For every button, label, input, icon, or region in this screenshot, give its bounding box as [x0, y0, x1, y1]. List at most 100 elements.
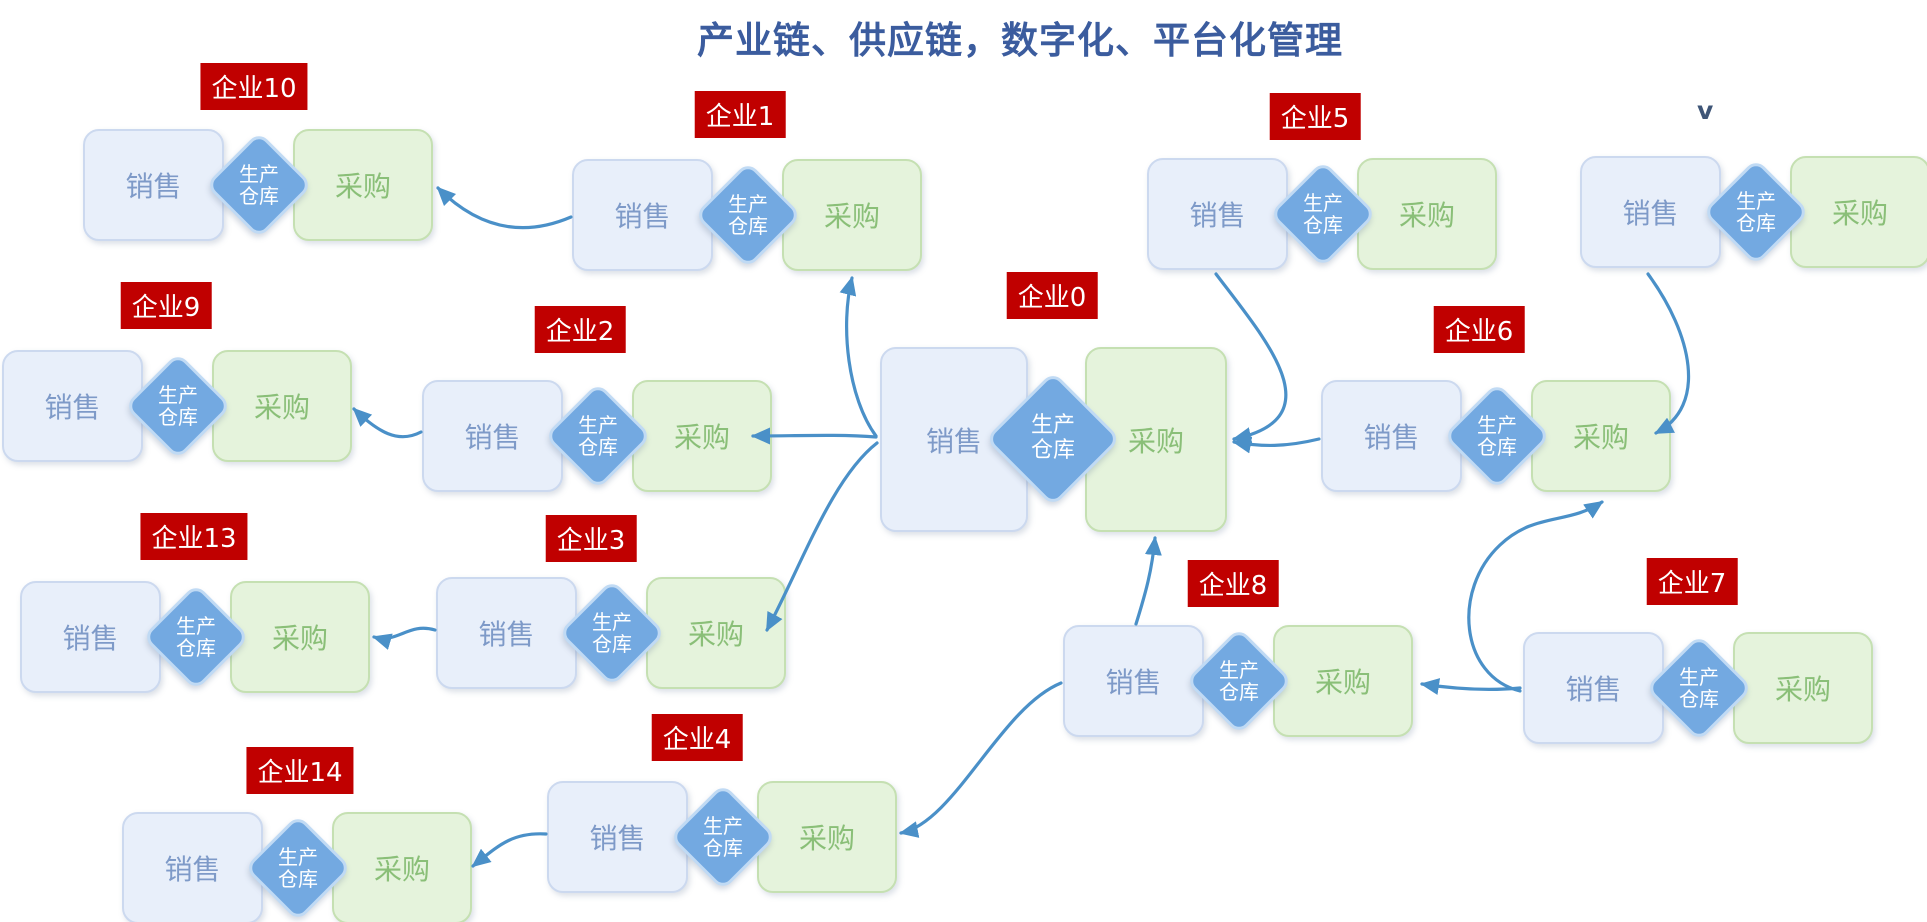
connector-e8.sales-to-e0.purchase [1134, 536, 1162, 626]
warehouse-label-line2: 仓库 [1477, 435, 1517, 459]
purchase-label: 采购 [1774, 673, 1831, 706]
warehouse-label-line2: 仓库 [703, 836, 743, 860]
sales-label: 销售 [164, 853, 221, 886]
sales-label: 销售 [1622, 197, 1679, 230]
enterprise-cluster-e1: 销售 采购 生产 仓库 [572, 159, 922, 271]
warehouse-label-line2: 仓库 [578, 435, 618, 459]
production-warehouse-label: 生产 仓库 [1721, 177, 1791, 247]
warehouse-label-line2: 仓库 [1679, 687, 1719, 711]
enterprise-label-e1: 企业1 [694, 91, 786, 138]
purchase-label: 采购 [253, 391, 310, 424]
sales-box: 销售 [1147, 158, 1288, 270]
purchase-box: 采购 [632, 380, 772, 492]
warehouse-label-line2: 仓库 [728, 214, 768, 238]
sales-box: 销售 [20, 581, 161, 693]
purchase-box: 采购 [1790, 156, 1927, 268]
purchase-box: 采购 [1273, 625, 1413, 737]
sales-label: 销售 [925, 424, 982, 458]
sales-label: 销售 [478, 618, 535, 651]
purchase-box: 采购 [332, 812, 472, 922]
production-warehouse-label: 生产 仓库 [143, 371, 213, 441]
warehouse-label-line1: 生产 [728, 191, 768, 216]
enterprise-label-e2: 企业2 [534, 306, 626, 353]
sales-label: 销售 [589, 822, 646, 855]
warehouse-label-line2: 仓库 [158, 405, 198, 429]
v-annotation: v [1697, 96, 1714, 125]
purchase-box: 采购 [212, 350, 352, 462]
sales-box: 销售 [2, 350, 143, 462]
sales-box: 销售 [1063, 625, 1204, 737]
sales-label: 销售 [44, 391, 101, 424]
warehouse-label-line1: 生产 [176, 613, 216, 638]
connector-e0.sales-to-e1.purchase [839, 276, 878, 438]
connector-e7.sales-to-e8.purchase [1420, 678, 1522, 695]
production-warehouse-label: 生产 仓库 [713, 180, 783, 250]
enterprise-label-e10: 企业10 [200, 63, 308, 110]
sales-box: 销售 [122, 812, 263, 922]
enterprise-label-e5: 企业5 [1269, 93, 1361, 140]
purchase-label: 采购 [1127, 424, 1184, 458]
sales-box: 销售 [1321, 380, 1462, 492]
sales-label: 销售 [1565, 673, 1622, 706]
purchase-label: 采购 [687, 618, 744, 651]
enterprise-cluster-e6: 销售 采购 生产 仓库 [1321, 380, 1671, 492]
warehouse-label-line1: 生产 [239, 161, 279, 186]
connector-e8.sales-to-e4.purchase [899, 681, 1063, 838]
sales-label: 销售 [125, 170, 182, 203]
enterprise-cluster-e7: 销售 采购 生产 仓库 [1523, 632, 1873, 744]
warehouse-label-line2: 仓库 [1303, 213, 1343, 237]
sales-box: 销售 [1523, 632, 1664, 744]
enterprise-cluster-ev: 销售 采购 生产 仓库 [1580, 156, 1927, 268]
production-warehouse-label: 生产 仓库 [1204, 646, 1274, 716]
sales-label: 销售 [614, 200, 671, 233]
purchase-label: 采购 [673, 421, 730, 454]
purchase-label: 采购 [271, 622, 328, 655]
production-warehouse-label: 生产 仓库 [577, 598, 647, 668]
purchase-label: 采购 [1398, 199, 1455, 232]
warehouse-label-line1: 生产 [1477, 412, 1517, 437]
warehouse-label-line1: 生产 [592, 609, 632, 634]
production-warehouse-label: 生产 仓库 [1288, 179, 1358, 249]
enterprise-cluster-e4: 销售 采购 生产 仓库 [547, 781, 897, 893]
sales-box: 销售 [1580, 156, 1721, 268]
production-warehouse-label: 生产 仓库 [563, 401, 633, 471]
connector-e2.sales-to-e9.purchase [352, 407, 423, 439]
sales-box: 销售 [422, 380, 563, 492]
sales-label: 销售 [1189, 199, 1246, 232]
enterprise-cluster-e5: 销售 采购 生产 仓库 [1147, 158, 1497, 270]
enterprise-label-e0: 企业0 [1006, 272, 1098, 319]
enterprise-cluster-e8: 销售 采购 生产 仓库 [1063, 625, 1413, 737]
purchase-box: 采购 [1733, 632, 1873, 744]
production-warehouse-label: 生产 仓库 [688, 802, 758, 872]
purchase-box: 采购 [1357, 158, 1497, 270]
sales-box: 销售 [436, 577, 577, 689]
purchase-box: 采购 [230, 581, 370, 693]
sales-label: 销售 [464, 421, 521, 454]
warehouse-label-line1: 生产 [1736, 188, 1776, 213]
production-warehouse-label: 生产 仓库 [1462, 401, 1532, 471]
enterprise-cluster-e2: 销售 采购 生产 仓库 [422, 380, 772, 492]
enterprise-label-e7: 企业7 [1646, 558, 1738, 605]
production-warehouse-label: 生产 仓库 [263, 833, 333, 903]
warehouse-label-line2: 仓库 [1736, 211, 1776, 235]
purchase-label: 采购 [823, 200, 880, 233]
warehouse-label-line2: 仓库 [176, 636, 216, 660]
enterprise-cluster-e0: 销售 采购 生产 仓库 [880, 347, 1232, 532]
enterprise-label-e13: 企业13 [140, 513, 248, 560]
sales-box: 销售 [547, 781, 688, 893]
purchase-label: 采购 [373, 853, 430, 886]
enterprise-label-e14: 企业14 [246, 747, 354, 794]
purchase-label: 采购 [798, 822, 855, 855]
production-warehouse-label: 生产 仓库 [161, 602, 231, 672]
production-warehouse-label: 生产 仓库 [224, 150, 294, 220]
connector-e3.sales-to-e13.purchase [372, 626, 437, 650]
enterprise-cluster-e9: 销售 采购 生产 仓库 [2, 350, 352, 462]
purchase-label: 采购 [1314, 666, 1371, 699]
enterprise-cluster-e14: 销售 采购 生产 仓库 [122, 812, 472, 922]
enterprise-cluster-e10: 销售 采购 生产 仓库 [83, 129, 433, 241]
enterprise-cluster-e13: 销售 采购 生产 仓库 [20, 581, 370, 693]
purchase-box: 采购 [757, 781, 897, 893]
purchase-box: 采购 [782, 159, 922, 271]
enterprise-label-e3: 企业3 [545, 515, 637, 562]
